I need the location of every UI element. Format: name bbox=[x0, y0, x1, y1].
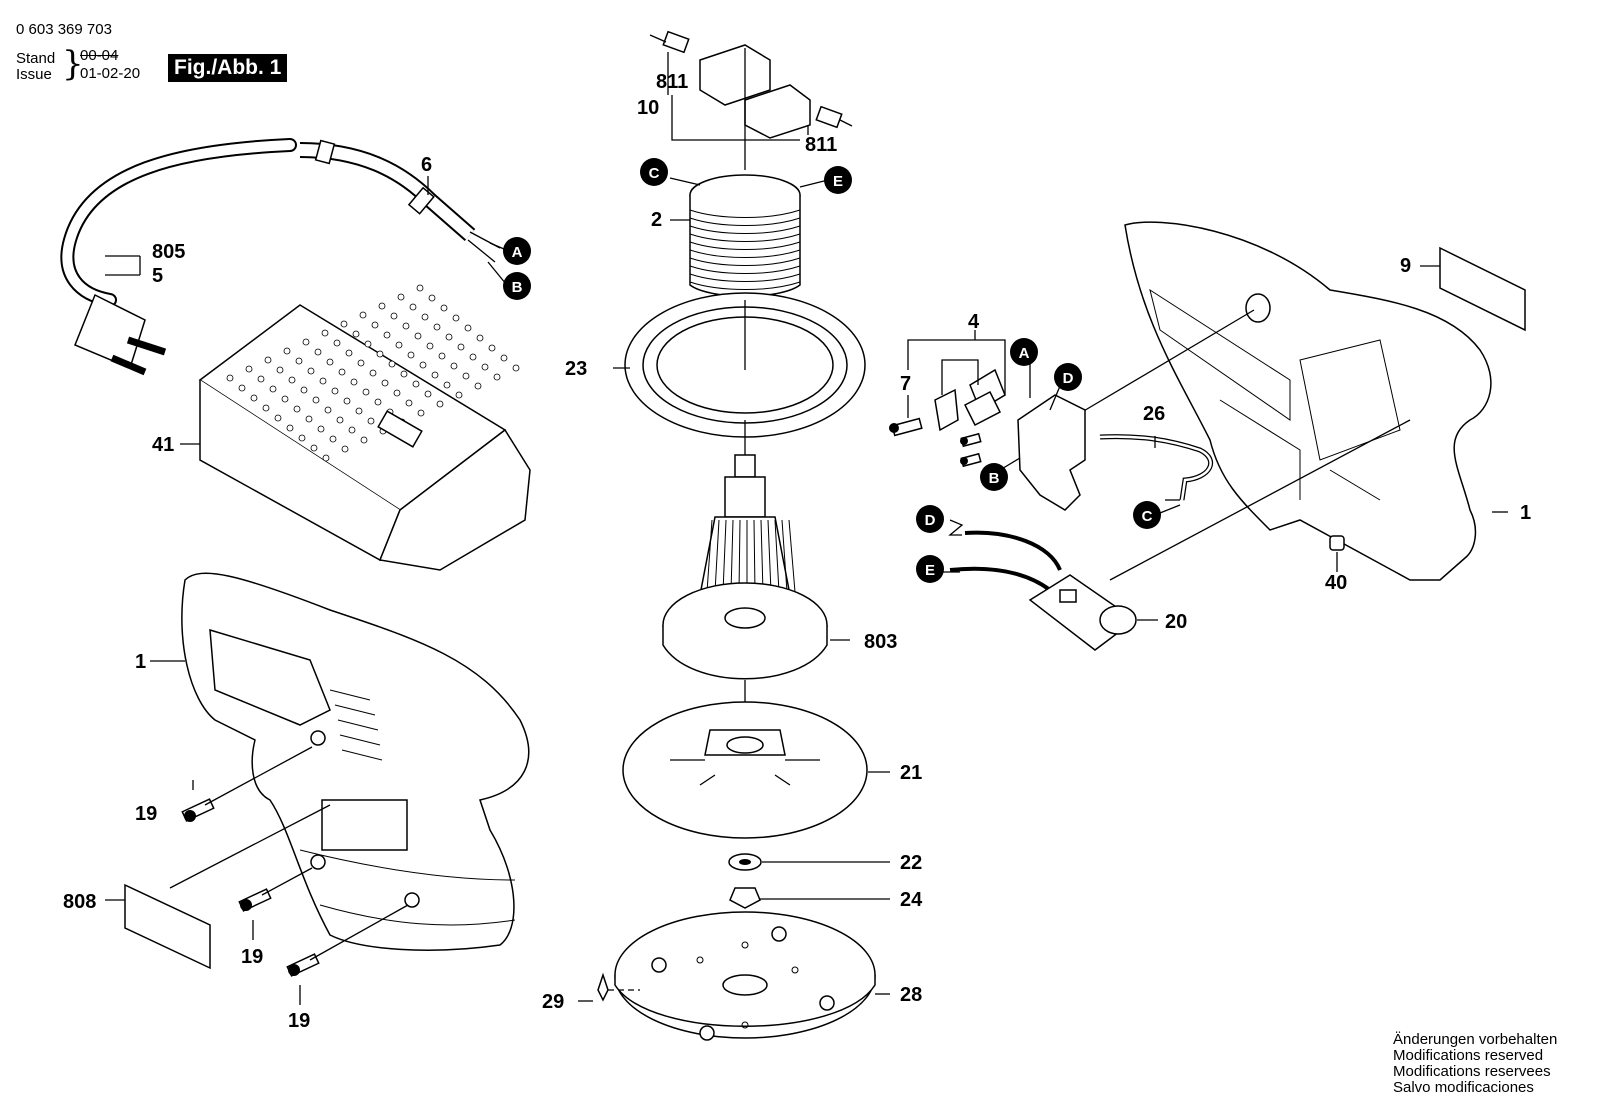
marker-e: E bbox=[925, 562, 935, 579]
brace-glyph: } bbox=[62, 44, 84, 84]
part-label-28: 28 bbox=[900, 984, 922, 1006]
part-label-22: 22 bbox=[900, 852, 922, 874]
part-label-19: 19 bbox=[241, 946, 263, 968]
leader-lines bbox=[105, 176, 1508, 1005]
document-number: 0 603 369 703 bbox=[16, 21, 112, 38]
marker-c: C bbox=[649, 165, 660, 182]
part-label-29: 29 bbox=[542, 991, 564, 1013]
part-label-9: 9 bbox=[1400, 255, 1411, 277]
marker-a: A bbox=[1019, 345, 1030, 362]
part-label-6: 6 bbox=[421, 154, 432, 176]
part-40 bbox=[1329, 535, 1345, 551]
part-number-labels: 811 811 10 2 23 6 805 5 41 1 19 19 19 80… bbox=[63, 71, 1531, 1032]
part-label-1: 1 bbox=[135, 651, 146, 673]
part-label-19: 19 bbox=[288, 1010, 310, 1032]
marker-b: B bbox=[512, 279, 523, 296]
label-plate-808 bbox=[124, 883, 211, 970]
marker-b: B bbox=[989, 470, 1000, 487]
part-label-2: 2 bbox=[651, 209, 662, 231]
left-housing-drawing bbox=[181, 572, 530, 951]
marker-a: A bbox=[512, 244, 523, 261]
armature-drawing bbox=[662, 454, 828, 680]
part-label-805: 805 bbox=[152, 241, 185, 263]
part-label-19: 19 bbox=[135, 803, 157, 825]
note-english: Modifications reserved bbox=[1393, 1047, 1544, 1064]
stator-drawing bbox=[689, 174, 801, 297]
part-label-808: 808 bbox=[63, 891, 96, 913]
part-label-10: 10 bbox=[637, 97, 659, 119]
part-label-4: 4 bbox=[968, 311, 980, 333]
speed-control-pcb-drawing bbox=[949, 530, 1137, 651]
label-plate-9 bbox=[1439, 246, 1526, 332]
part-label-26: 26 bbox=[1143, 403, 1165, 425]
part-label-5: 5 bbox=[152, 265, 163, 287]
note-german: Änderungen vorbehalten bbox=[1393, 1031, 1558, 1048]
part-label-1: 1 bbox=[1520, 502, 1531, 524]
disc-21-drawing bbox=[622, 701, 868, 839]
switch-drawing bbox=[934, 368, 1086, 511]
issue-label: Issue bbox=[16, 66, 52, 83]
dust-box-drawing bbox=[198, 284, 531, 571]
figure-label: Fig./Abb. 1 bbox=[168, 54, 288, 82]
marker-e: E bbox=[833, 173, 843, 190]
part-label-7: 7 bbox=[900, 373, 911, 395]
part-label-23: 23 bbox=[565, 358, 587, 380]
right-housing-drawing bbox=[1124, 221, 1492, 581]
part-label-803: 803 bbox=[864, 631, 897, 653]
screws-19 bbox=[181, 746, 409, 977]
part-label-21: 21 bbox=[900, 762, 922, 784]
part-label-20: 20 bbox=[1165, 611, 1187, 633]
issue-date: 01-02-20 bbox=[80, 65, 141, 82]
power-cord-drawing bbox=[60, 138, 501, 376]
marker-c: C bbox=[1142, 508, 1153, 525]
nut-24 bbox=[729, 887, 761, 909]
connector-markers: C E A B A D B C D E bbox=[503, 158, 1161, 583]
part-label-40: 40 bbox=[1325, 572, 1347, 594]
marker-d: D bbox=[925, 512, 936, 529]
screw-29 bbox=[597, 972, 609, 1002]
stand-label: Stand bbox=[16, 50, 56, 67]
sanding-pad-drawing bbox=[614, 911, 876, 1041]
marker-d: D bbox=[1063, 370, 1074, 387]
note-spanish: Salvo modificaciones bbox=[1393, 1079, 1534, 1096]
note-french: Modifications reservees bbox=[1393, 1063, 1551, 1080]
part-label-24: 24 bbox=[900, 889, 923, 911]
stand-date: 00-04 bbox=[80, 47, 119, 64]
part-label-41: 41 bbox=[152, 434, 174, 456]
part-label-811: 811 bbox=[656, 71, 688, 93]
brush-holders-drawing bbox=[649, 30, 853, 139]
part-label-811: 811 bbox=[805, 134, 837, 156]
modification-notes: Änderungen vorbehalten Modifications res… bbox=[1393, 1032, 1557, 1096]
